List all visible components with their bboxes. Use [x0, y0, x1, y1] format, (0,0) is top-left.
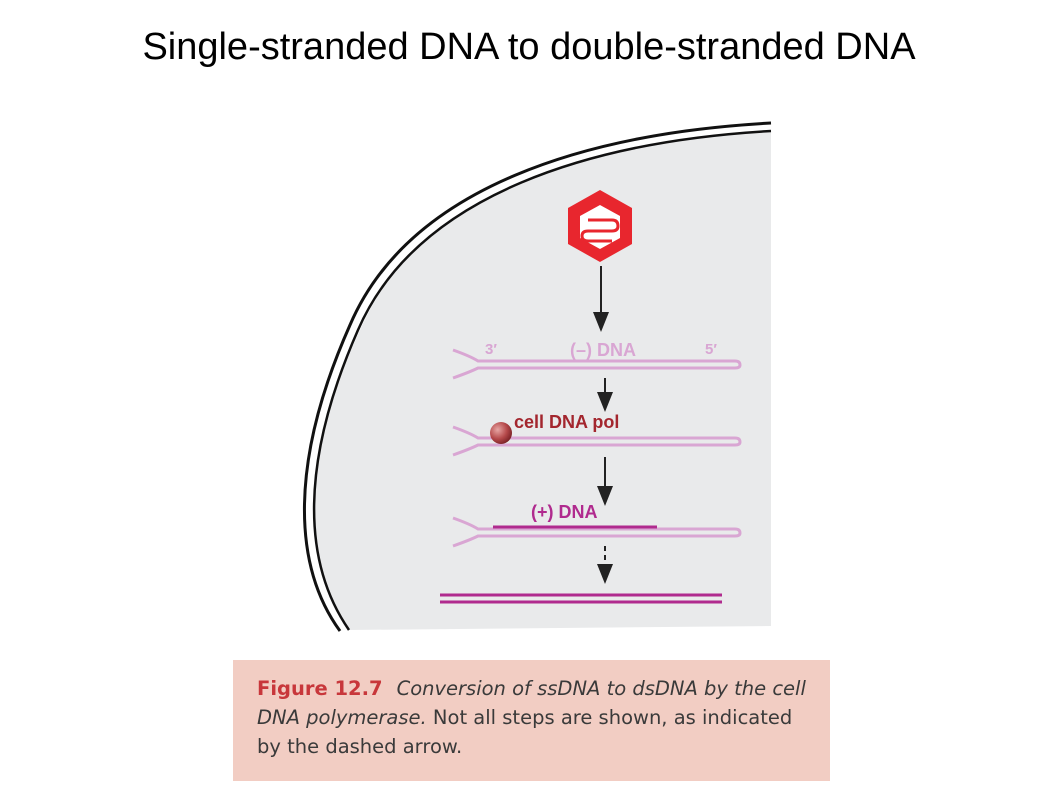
virus-capsid-icon — [568, 190, 632, 262]
polymerase-icon — [490, 422, 512, 444]
caption-text: Not all steps are shown, as indicated by… — [257, 706, 793, 758]
dsdna-product — [440, 593, 722, 604]
plus-dna-label: (+) DNA — [531, 502, 598, 522]
cell-membrane-inner — [312, 129, 772, 631]
cell-interior — [313, 130, 771, 630]
three-prime-label: 3′ — [485, 341, 497, 358]
minus-dna-label: (–) DNA — [570, 340, 636, 360]
polymerase-label: cell DNA pol — [514, 412, 619, 432]
five-prime-label: 5′ — [705, 341, 717, 358]
polymerase-strand — [452, 425, 742, 457]
slide-title: Single-stranded DNA to double-stranded D… — [142, 26, 916, 68]
cell-membrane-outer — [302, 121, 772, 632]
partial-dsdna-strand — [452, 516, 742, 548]
caption-italic-text: Conversion of ssDNA to dsDNA by the cell… — [257, 677, 806, 729]
caption-label: Figure 12.7 — [257, 677, 383, 700]
minus-dna-strand — [452, 348, 742, 380]
